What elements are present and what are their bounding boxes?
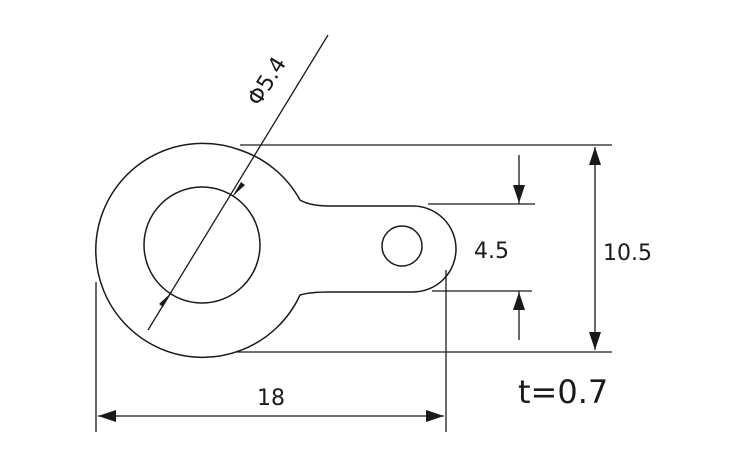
tab-arrow-bottom	[513, 292, 525, 310]
tab-arrow-top	[513, 185, 525, 203]
diameter-leader-line	[147, 34, 329, 331]
tab-width-label: 4.5	[474, 239, 509, 264]
diameter-label: Φ5.4	[243, 53, 292, 111]
length-arrow-right	[426, 410, 444, 422]
diameter-arrow-upper	[232, 182, 245, 197]
main-hole	[143, 186, 261, 304]
diameter-arrow-lower	[159, 292, 172, 307]
height-label: 10.5	[603, 241, 652, 266]
length-arrow-left	[98, 410, 116, 422]
thickness-label: t=0.7	[518, 373, 608, 411]
height-arrow-bottom	[589, 332, 601, 350]
height-arrow-top	[589, 147, 601, 165]
length-label: 18	[257, 386, 285, 411]
terminal-outline	[95, 142, 457, 359]
small-hole	[381, 225, 423, 267]
